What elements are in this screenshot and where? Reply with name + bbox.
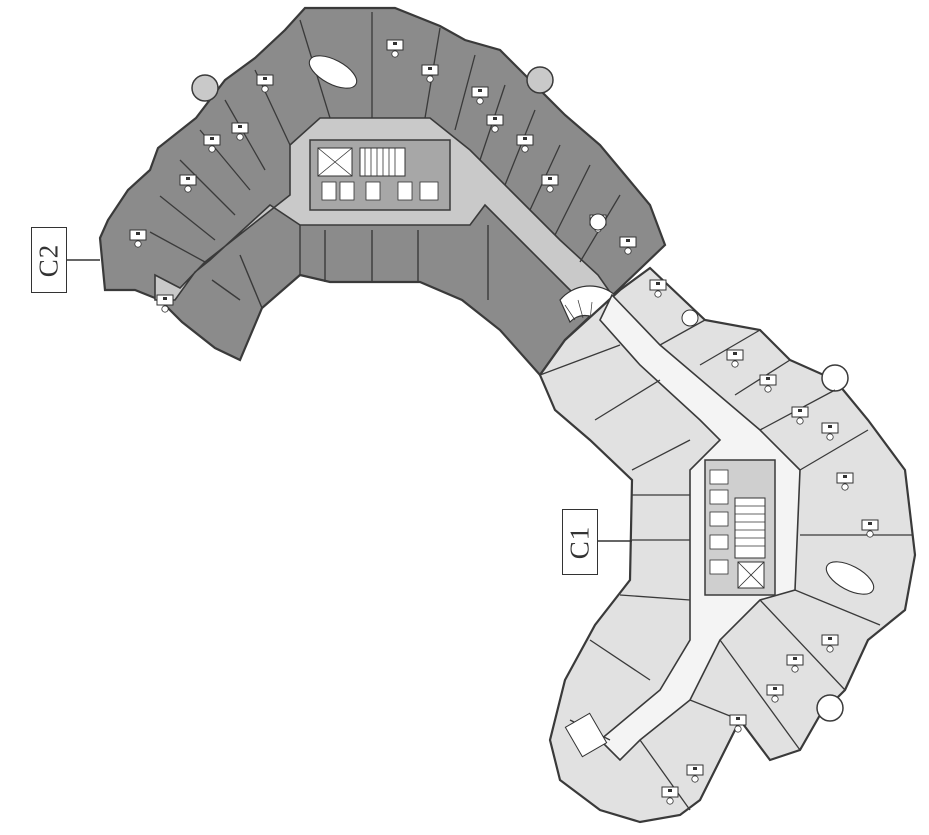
balcony-icon: [821, 364, 849, 392]
balcony-icon: [816, 694, 844, 722]
zone-label-c1: C1: [562, 509, 598, 575]
stair-icon: [734, 497, 766, 559]
wing-c2: [98, 6, 667, 377]
stair-icon: [564, 712, 608, 758]
corridor-c1: [598, 293, 801, 762]
meeting-table-icon: [681, 309, 699, 327]
zone-label-c2: C2: [31, 227, 67, 293]
balcony-icon: [191, 74, 219, 102]
balcony-icon: [526, 66, 554, 94]
zone-label-c1-text: C1: [564, 525, 595, 559]
zone-label-c2-text: C2: [33, 243, 64, 277]
stair-icon: [359, 147, 406, 177]
meeting-table-icon: [308, 55, 358, 89]
meeting-table-icon: [589, 213, 607, 231]
wing-c1: [538, 213, 917, 824]
meeting-table-icon: [825, 561, 875, 595]
